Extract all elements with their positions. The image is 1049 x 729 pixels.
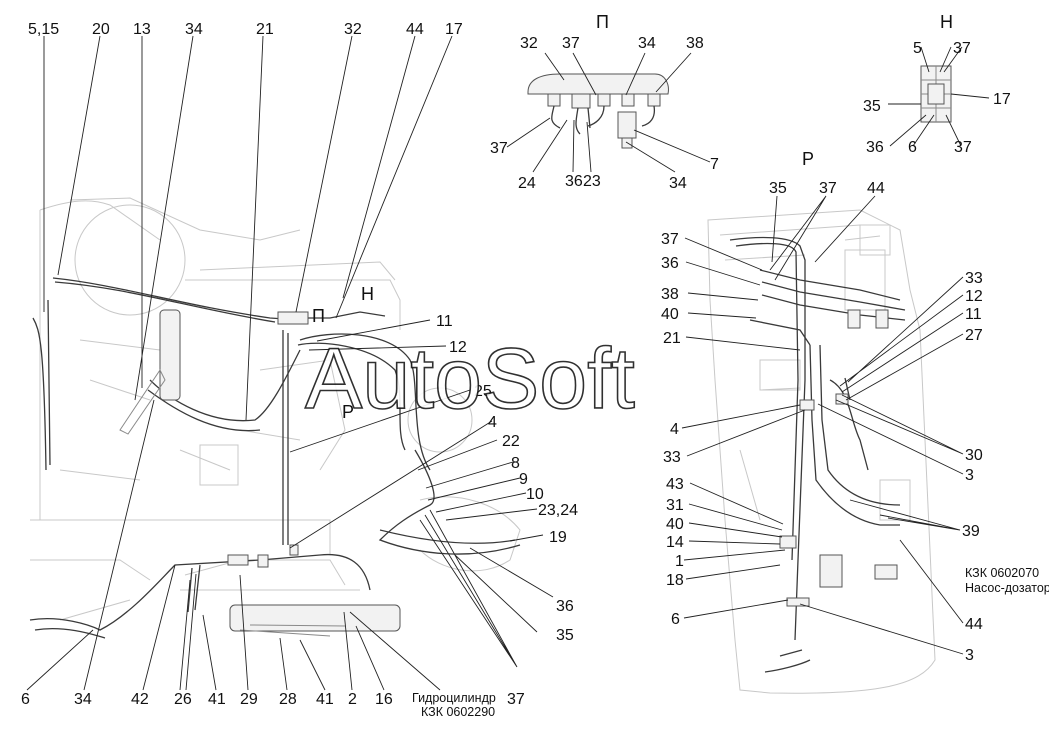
callout-label: 37: [562, 35, 580, 52]
callout-label: 44: [867, 180, 885, 197]
callout-label: 34: [185, 21, 203, 38]
callout-label: 12: [449, 339, 467, 356]
callout-label: 4: [488, 414, 497, 431]
callout-label: 21: [256, 21, 274, 38]
callout-label: 17: [445, 21, 463, 38]
callout-label: 37: [954, 139, 972, 156]
view-p-title: П: [596, 12, 609, 32]
callout-label: 34: [74, 691, 92, 708]
callout-label: 31: [666, 497, 684, 514]
view-r-title: Р: [802, 149, 814, 169]
callout-label: 23,24: [538, 502, 578, 519]
callout-label: 37: [507, 691, 525, 708]
callout-label: 20: [92, 21, 110, 38]
cylinder-caption-line1: Гидроцилиндр: [412, 691, 496, 705]
callout-labels: 5,15 20 13 34 21 32 44 17 П 32 37 34 38 …: [21, 12, 1049, 719]
leader-lines: [26, 35, 990, 691]
callout-label: 36: [565, 173, 583, 190]
callout-label: 29: [240, 691, 258, 708]
marker-r: Р: [342, 402, 354, 422]
callout-label: 2: [348, 691, 357, 708]
callout-label: 33: [965, 270, 983, 287]
callout-label: 6: [21, 691, 30, 708]
callout-label: 41: [316, 691, 334, 708]
callout-label: 33: [663, 449, 681, 466]
callout-label: 13: [133, 21, 151, 38]
callout-label: 37: [661, 231, 679, 248]
callout-label: 3: [965, 467, 974, 484]
marker-n: Н: [361, 284, 374, 304]
view-n-title: Н: [940, 12, 953, 32]
callout-label: 27: [965, 327, 983, 344]
pump-caption-line1: КЗК 0602070: [965, 566, 1039, 580]
callout-label: 7: [710, 156, 719, 173]
callout-label: 6: [671, 611, 680, 628]
main-hoses: [29, 277, 521, 639]
callout-label: 36: [866, 139, 884, 156]
callout-label: 30: [965, 447, 983, 464]
callout-label: 22: [502, 433, 520, 450]
callout-label: 1: [675, 553, 684, 570]
callout-label: 34: [638, 35, 656, 52]
callout-label: 38: [686, 35, 704, 52]
callout-label: 39: [962, 523, 980, 540]
callout-label: 5: [913, 40, 922, 57]
callout-label: 17: [993, 91, 1011, 108]
pump-caption-line2: Насос-дозатор: [965, 581, 1049, 595]
callout-label: 21: [663, 330, 681, 347]
callout-label: 10: [526, 486, 544, 503]
callout-label: 3: [965, 647, 974, 664]
callout-label: 24: [518, 175, 536, 192]
callout-label: 40: [661, 306, 679, 323]
marker-p: П: [312, 306, 325, 326]
callout-label: 32: [344, 21, 362, 38]
callout-label: 11: [436, 313, 453, 330]
callout-label: 35: [863, 98, 881, 115]
callout-label: 35: [556, 627, 574, 644]
callout-label: 19: [549, 529, 567, 546]
callout-label: 41: [208, 691, 226, 708]
callout-label: 37: [490, 140, 508, 157]
callout-label: 18: [666, 572, 684, 589]
view-r-detail: [707, 209, 936, 694]
callout-label: 9: [519, 471, 528, 488]
callout-label: 6: [908, 139, 917, 156]
callout-label: 23: [583, 173, 601, 190]
watermark-text: AutoSoft: [305, 331, 635, 427]
cylinder-caption-line2: КЗК 0602290: [421, 705, 495, 719]
callout-label: 35: [769, 180, 787, 197]
callout-label: 44: [406, 21, 424, 38]
callout-label: 11: [965, 306, 982, 323]
callout-label: 43: [666, 476, 684, 493]
callout-label: 25: [474, 383, 492, 400]
callout-label: 5,15: [28, 21, 59, 38]
view-n-detail: [920, 65, 952, 123]
callout-label: 36: [556, 598, 574, 615]
callout-label: 28: [279, 691, 297, 708]
callout-label: 12: [965, 288, 983, 305]
callout-label: 44: [965, 616, 983, 633]
callout-label: 26: [174, 691, 192, 708]
callout-label: 36: [661, 255, 679, 272]
callout-label: 14: [666, 534, 684, 551]
callout-label: 8: [511, 455, 520, 472]
callout-label: 37: [819, 180, 837, 197]
callout-label: 42: [131, 691, 149, 708]
view-p-detail: [527, 73, 669, 149]
callout-label: 34: [669, 175, 687, 192]
callout-label: 32: [520, 35, 538, 52]
callout-label: 37: [953, 40, 971, 57]
callout-label: 4: [670, 421, 679, 438]
callout-label: 16: [375, 691, 393, 708]
frame-background: [30, 197, 521, 621]
callout-label: 40: [666, 516, 684, 533]
callout-label: 38: [661, 286, 679, 303]
